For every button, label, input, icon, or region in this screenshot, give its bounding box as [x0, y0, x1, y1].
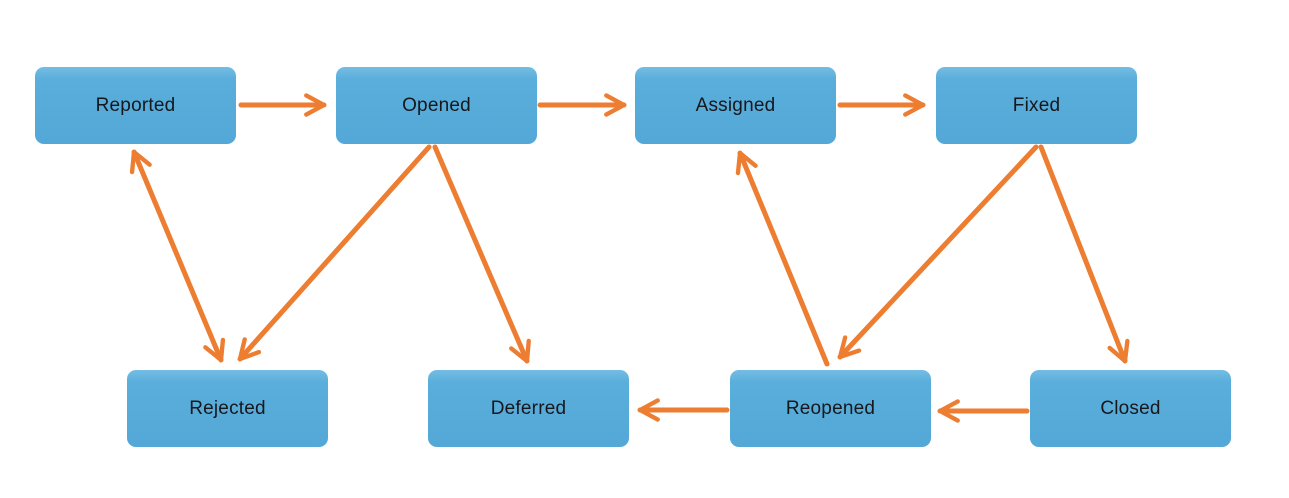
- node-deferred: Deferred: [428, 370, 629, 447]
- node-assigned-label: Assigned: [695, 94, 776, 116]
- node-rejected-label: Rejected: [189, 397, 266, 419]
- node-fixed-label: Fixed: [1012, 94, 1061, 116]
- node-reported-label: Reported: [95, 94, 176, 116]
- node-opened: Opened: [336, 67, 537, 144]
- edge-reported-rejected-bidirectional: [129, 149, 226, 363]
- edge-opened-to-deferred: [432, 144, 531, 364]
- node-fixed: Fixed: [936, 67, 1137, 144]
- edge-opened-to-rejected: [237, 144, 432, 362]
- edge-fixed-to-closed: [1038, 144, 1130, 364]
- node-reported: Reported: [35, 67, 236, 144]
- node-opened-label: Opened: [402, 94, 471, 116]
- node-deferred-label: Deferred: [490, 397, 567, 419]
- node-reopened-label: Reopened: [785, 397, 876, 419]
- node-closed: Closed: [1030, 370, 1231, 447]
- edge-fixed-to-reopened: [837, 144, 1039, 360]
- node-reopened: Reopened: [730, 370, 931, 447]
- node-assigned: Assigned: [635, 67, 836, 144]
- edge-reopened-to-assigned: [735, 150, 830, 367]
- node-closed-label: Closed: [1100, 397, 1161, 419]
- node-rejected: Rejected: [127, 370, 328, 447]
